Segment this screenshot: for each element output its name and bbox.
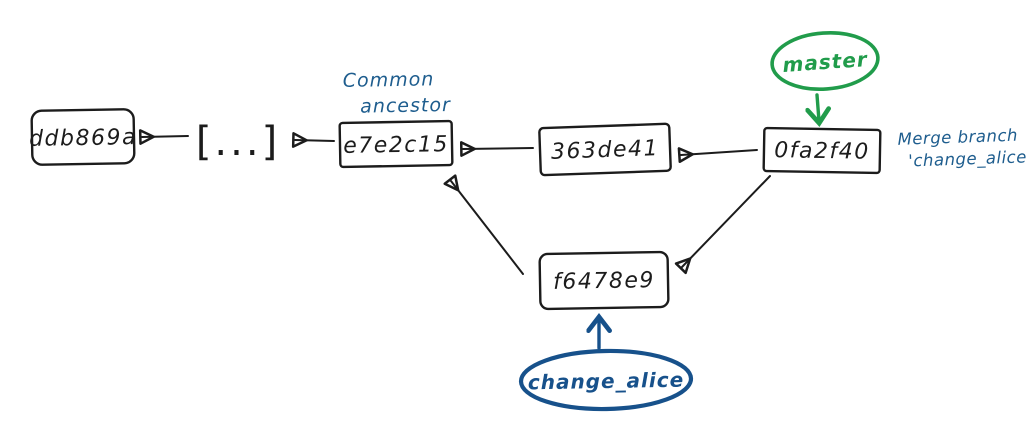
commit-box: [538, 122, 672, 177]
commit-hash-label: f6478e9: [553, 268, 655, 295]
branch-badge-master: master: [770, 31, 880, 91]
annotation-line: ancestor: [360, 94, 451, 118]
branch-ellipse-master: [770, 31, 880, 91]
branch-ellipse-change-alice: [518, 348, 694, 412]
branch-label-master: master: [782, 47, 869, 77]
annotation-merge-branch: Merge branch 'change_alice': [897, 126, 1028, 172]
commit-hash-label: 363de41: [551, 136, 660, 165]
annotation-line: Common: [343, 68, 435, 92]
edge-ellipsis-to-ddb869a: [138, 129, 189, 145]
annotation-line: Merge branch: [897, 126, 1018, 149]
commit-hash-label: 0fa2f40: [774, 138, 870, 165]
branch-label-change-alice: change_alice: [528, 368, 685, 395]
commit-node-ellipsis: [...]: [196, 119, 280, 165]
edge-e7e2c15-to-ellipsis: [291, 132, 335, 148]
edge-0fa2f40-to-f6478e9: [674, 175, 771, 275]
commit-hash-label: e7e2c15: [343, 132, 449, 159]
commit-ellipsis-label: [...]: [196, 119, 280, 165]
edge-0fa2f40-to-363de41: [677, 147, 758, 164]
commit-node-0fa2f40: 0fa2f40: [762, 126, 882, 175]
edge-f6478e9-to-e7e2c15: [443, 174, 524, 275]
commit-box: [338, 119, 454, 169]
commit-box: [30, 108, 136, 166]
edge-363de41-to-e7e2c15: [459, 141, 534, 157]
commit-node-e7e2c15: e7e2c15: [338, 119, 454, 169]
annotation-line: 'change_alice': [908, 147, 1028, 171]
branch-badge-change-alice: change_alice: [518, 348, 694, 412]
annotation-common-ancestor: Common ancestor: [343, 68, 452, 118]
commit-hash-label: ddb869a: [29, 125, 137, 152]
commit-node-f6478e9: f6478e9: [538, 250, 670, 311]
commit-box: [538, 250, 670, 311]
commit-box: [762, 126, 882, 175]
commit-node-ddb869a: ddb869a: [29, 108, 137, 166]
commit-node-363de41: 363de41: [538, 122, 672, 177]
master-pointer-arrow: [817, 93, 819, 121]
